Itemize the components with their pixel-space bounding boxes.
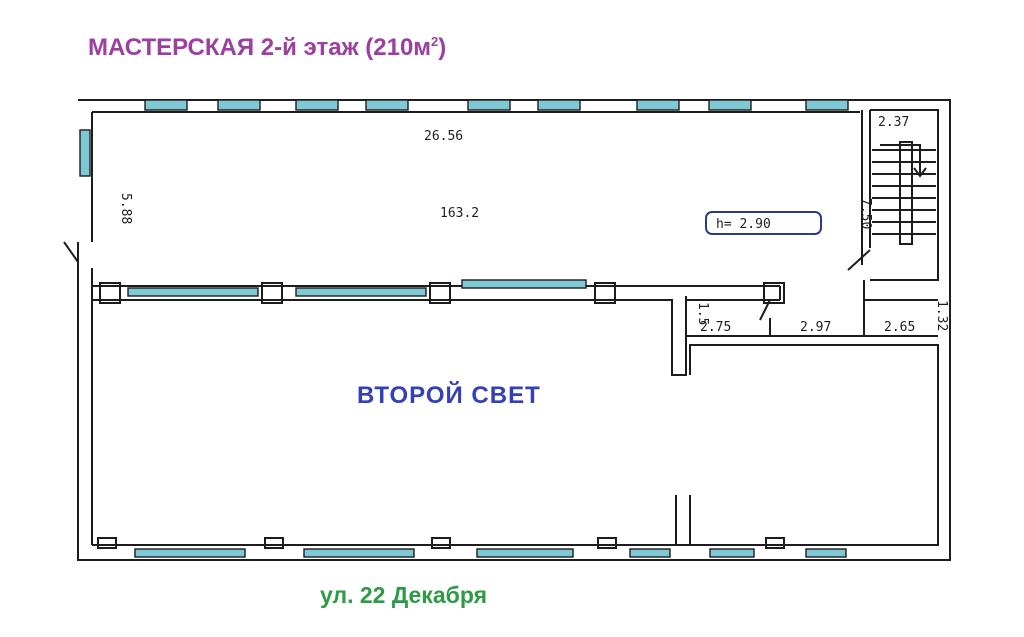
column-3 [429, 282, 451, 304]
lower-divider [675, 495, 691, 545]
top-window-7 [636, 99, 680, 111]
bottom-windows [134, 548, 847, 558]
column-4 [594, 282, 616, 304]
top-window-8 [708, 99, 752, 111]
door-left [63, 241, 79, 263]
column-5 [763, 282, 785, 304]
small-rooms-bottom [685, 296, 938, 337]
dim-right-height: 7.50 [858, 198, 873, 229]
top-window-2 [217, 99, 261, 111]
columns [97, 282, 785, 549]
column-8 [431, 537, 451, 549]
partition-wall [92, 279, 781, 376]
partition-window-3 [461, 279, 587, 289]
column-7 [264, 537, 284, 549]
plan-title-close: ) [438, 34, 447, 61]
small-rooms-dividers [769, 300, 865, 336]
bottom-window-2 [303, 548, 415, 558]
bottom-window-1 [134, 548, 246, 558]
inner-wall-bottom [92, 344, 939, 546]
small-room-3-top [863, 280, 938, 301]
column-6 [97, 537, 117, 549]
column-9 [597, 537, 617, 549]
partition-window-1 [127, 287, 259, 297]
bottom-window-4 [629, 548, 671, 558]
stair-walls [861, 109, 939, 281]
staircase [872, 141, 936, 245]
dim-room2: 2.97 [800, 320, 831, 335]
dim-width-left: 5.88 [118, 193, 133, 224]
column-2 [261, 282, 283, 304]
plan-title-sup: 2 [431, 34, 439, 49]
stair-arrow-icon [880, 144, 927, 178]
plan-title-text: МАСТЕРСКАЯ 2-й этаж (210м [88, 34, 432, 61]
street-label: ул. 22 Декабря [320, 582, 487, 608]
column-10 [765, 537, 785, 549]
left-window [79, 129, 91, 177]
top-window-6 [537, 99, 581, 111]
plan-title: МАСТЕРСКАЯ 2-й этаж (210м2) [88, 34, 446, 62]
stair-stringer [899, 141, 913, 245]
bottom-window-5 [709, 548, 755, 558]
partition-lines [92, 285, 780, 376]
dim-height: h= 2.90 [716, 217, 771, 232]
bottom-window-3 [476, 548, 574, 558]
dim-area: 163.2 [440, 206, 479, 221]
top-window-9 [805, 99, 849, 111]
top-window-1 [144, 99, 188, 111]
dim-room1-side: 1.5 [695, 302, 710, 325]
partition-window-2 [295, 287, 427, 297]
top-window-3 [295, 99, 339, 111]
bottom-window-6 [805, 548, 847, 558]
top-window-4 [365, 99, 409, 111]
top-windows [144, 99, 849, 111]
dim-room3-side: 1.32 [934, 300, 949, 331]
column-1 [99, 282, 121, 304]
second-light-label: ВТОРОЙ СВЕТ [357, 382, 541, 409]
small-rooms [685, 280, 938, 337]
dim-room3: 2.65 [884, 320, 915, 335]
door-arc-right [847, 249, 871, 271]
dim-stair-width: 2.37 [878, 115, 909, 130]
dim-room1: 2.75 [700, 320, 731, 335]
top-window-5 [467, 99, 511, 111]
dim-length: 26.56 [424, 129, 463, 144]
height-box [705, 211, 822, 235]
